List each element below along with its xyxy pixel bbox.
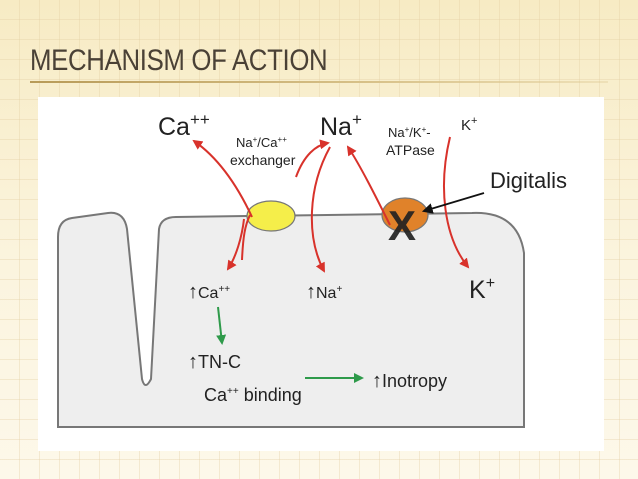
ca-efflux-arrow <box>192 139 253 218</box>
exchanger-oval <box>246 200 296 232</box>
exchanger-label-line1: Na+/Ca++ <box>236 135 287 150</box>
atpase-oval <box>381 197 429 233</box>
na-inside-label: ↑Na+ <box>306 281 342 303</box>
ca-outside-label: Ca++ <box>158 110 210 141</box>
k-inside-label: K+ <box>469 275 495 304</box>
tnc-label-line2: Ca++ binding <box>204 385 302 405</box>
digitalis-pointer <box>421 192 485 214</box>
diagram-panel: X Ca++ Na+ K+ Na+/Ca++ exchanger Na+/K+-… <box>38 97 604 451</box>
cell-membrane <box>57 211 525 428</box>
slide-title: MECHANISM OF ACTION <box>30 44 328 77</box>
ca-to-tnc-arrow <box>216 306 227 345</box>
mechanism-diagram: X Ca++ Na+ K+ Na+/Ca++ exchanger Na+/K+-… <box>57 110 567 428</box>
atpase-label-line1: Na+/K+- <box>388 125 431 140</box>
tnc-label-line1: ↑TN-C <box>188 351 241 373</box>
na-inward-arrow <box>310 146 331 273</box>
na-influx-exchanger-arrow <box>295 139 330 178</box>
na-exchanger-out-arrow <box>241 214 251 261</box>
title-underline <box>30 81 608 83</box>
ca-inside-label: ↑Ca++ <box>188 281 230 303</box>
na-outside-label: Na+ <box>320 110 362 141</box>
k-influx-arrow <box>443 136 470 269</box>
ca-influx-arrow <box>226 218 245 271</box>
atpase-label-line2: ATPase <box>386 142 435 158</box>
k-outside-label: K+ <box>461 115 477 134</box>
exchanger-label-line2: exchanger <box>230 152 296 168</box>
block-x-mark: X <box>388 202 416 249</box>
inotropy-label: ↑Inotropy <box>372 370 447 392</box>
digitalis-label: Digitalis <box>490 168 567 193</box>
na-efflux-pump-arrow <box>346 145 391 226</box>
